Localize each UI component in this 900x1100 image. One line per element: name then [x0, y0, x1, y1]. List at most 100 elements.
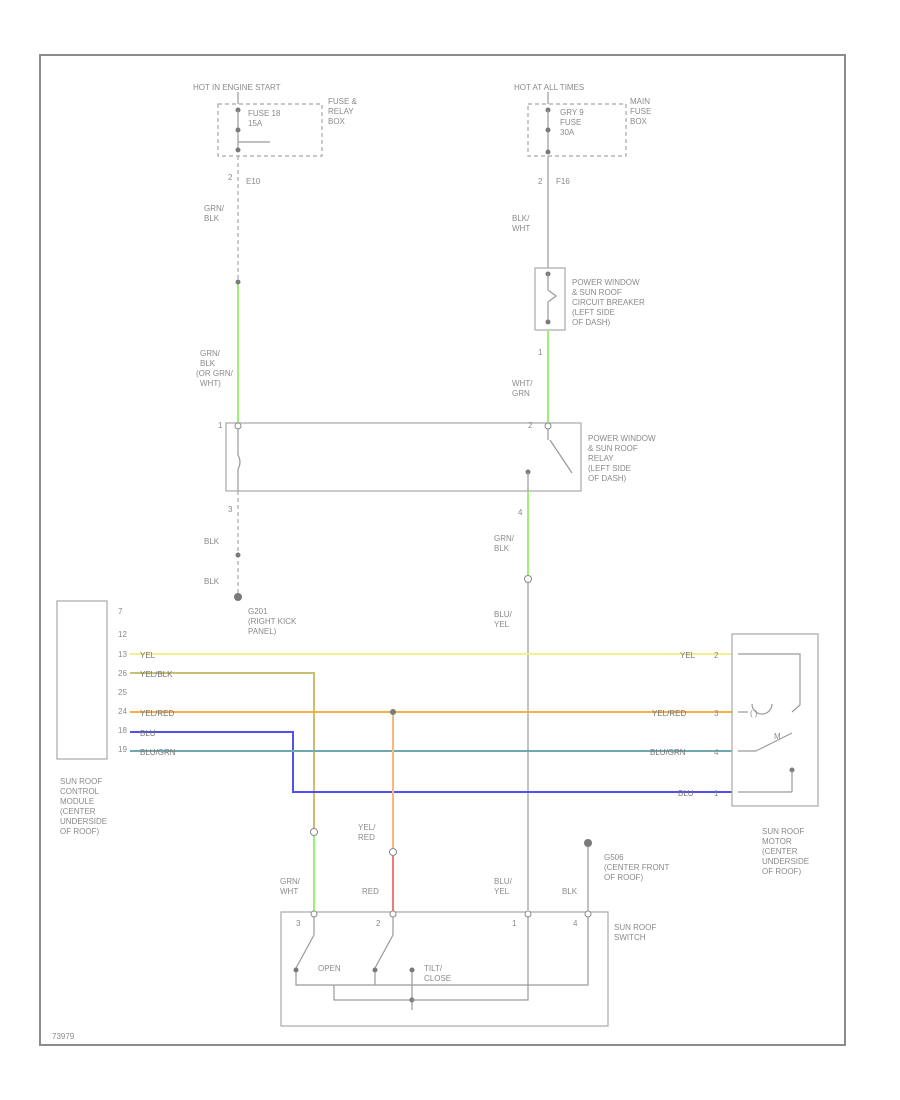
ground-g506-label-3: OF ROOF): [604, 873, 643, 882]
module-pin-18: 18: [118, 726, 127, 735]
relay-label-2: & SUN ROOF: [588, 444, 638, 453]
breaker-label-2: & SUN ROOF: [572, 288, 622, 297]
circuit-breaker: [534, 267, 566, 331]
yel-wire-label-left: YEL: [140, 651, 156, 660]
motor-label-5: OF ROOF): [762, 867, 801, 876]
ground-g506: [584, 839, 592, 847]
fuse18-rating: 15A: [248, 119, 263, 128]
switch-pin-2: 2: [376, 919, 381, 928]
hot-all-label: HOT AT ALL TIMES: [514, 83, 584, 92]
fuse-relay-box-label-1: FUSE &: [328, 97, 358, 106]
relay-label-1: POWER WINDOW: [588, 434, 656, 443]
grn-wht-label-2: WHT: [280, 887, 298, 896]
tilt-label-1: TILT/: [424, 964, 443, 973]
motor-label-3: (CENTER: [762, 847, 798, 856]
module-pin-19: 19: [118, 745, 127, 754]
power-window-relay: [225, 422, 582, 492]
blk-wht-label-1: BLK/: [512, 214, 530, 223]
switch-pin-4: 4: [573, 919, 578, 928]
grn-blk-or-label-2: BLK: [200, 359, 216, 368]
fuse-relay-box: [217, 103, 323, 157]
ground-g506-label-2: (CENTER FRONT: [604, 863, 669, 872]
module-pin-12: 12: [118, 630, 127, 639]
module-label-5: UNDERSIDE: [60, 817, 107, 826]
module-pin-25: 25: [118, 688, 127, 697]
module-label-2: CONTROL: [60, 787, 100, 796]
grn-blk-or-label-3: (OR GRN/: [196, 369, 234, 378]
pin2-label-right: 2: [538, 177, 543, 186]
blk-label-2: BLK: [204, 577, 220, 586]
module-label-3: MODULE: [60, 797, 94, 806]
open-switch-contact: [295, 934, 315, 969]
grn-wht-label-1: GRN/: [280, 877, 301, 886]
connector-f16-label: F16: [556, 177, 570, 186]
yel-red-v-label-2: RED: [358, 833, 375, 842]
blk-label-1: BLK: [204, 537, 220, 546]
open-label: OPEN: [318, 964, 341, 973]
blu-grn-wire-label-left: BLU/GRN: [140, 748, 176, 757]
motor-switch-contact: [755, 732, 793, 752]
diagram-frame: [39, 54, 846, 1046]
breaker-label-3: CIRCUIT BREAKER: [572, 298, 645, 307]
ground-g201: [234, 593, 242, 601]
relay-label-5: OF DASH): [588, 474, 627, 483]
motor-pin-4: 4: [714, 748, 719, 757]
blu-yel2-label-2: YEL: [494, 887, 510, 896]
fuse18-label: FUSE 18: [248, 109, 281, 118]
yel-red-wire-label-right: YEL/RED: [652, 709, 686, 718]
sun-roof-control-module: [56, 600, 108, 760]
module-pin-7: 7: [118, 607, 123, 616]
connector-e10-label: E10: [246, 177, 261, 186]
pin1-label-breaker: 1: [538, 348, 543, 357]
main-fuse-box-label-1: MAIN: [630, 97, 650, 106]
ground-g201-label-1: G201: [248, 607, 268, 616]
breaker-label-5: OF DASH): [572, 318, 611, 327]
grn-blk2-label-1: GRN/: [494, 534, 515, 543]
relay-pin3: 3: [228, 505, 233, 514]
relay-contact: [549, 439, 573, 474]
hot-start-label: HOT IN ENGINE START: [193, 83, 281, 92]
main-fuse-label-1: GRY 9: [560, 108, 584, 117]
main-fuse-label-3: 30A: [560, 128, 575, 137]
switch-label-2: SWITCH: [614, 933, 646, 942]
wht-grn-label-1: WHT/: [512, 379, 533, 388]
sun-roof-motor: [731, 633, 819, 807]
ground-g201-label-2: (RIGHT KICK: [248, 617, 297, 626]
tilt-label-2: CLOSE: [424, 974, 451, 983]
pin2-label-left: 2: [228, 173, 233, 182]
module-label-6: OF ROOF): [60, 827, 99, 836]
ground-g506-label-1: G506: [604, 853, 624, 862]
relay-pin2-right: 2: [528, 421, 533, 430]
switch-label-1: SUN ROOF: [614, 923, 656, 932]
relay-coil: [237, 429, 241, 491]
ground-g201-label-3: PANEL): [248, 627, 277, 636]
motor-label-1: SUN ROOF: [762, 827, 804, 836]
grn-blk2-label-2: BLK: [494, 544, 510, 553]
motor-symbol: ( ): [750, 709, 758, 718]
module-pin-13: 13: [118, 650, 127, 659]
module-label-1: SUN ROOF: [60, 777, 102, 786]
blu-wire-label-left: BLU: [140, 729, 156, 738]
red-label: RED: [362, 887, 379, 896]
grn-blk-label-2: BLK: [204, 214, 220, 223]
motor-label-2: MOTOR: [762, 837, 792, 846]
grn-blk-or-label-1: GRN/: [200, 349, 221, 358]
yel-blk-wire: [130, 672, 315, 830]
relay-pin4: 4: [518, 508, 523, 517]
tilt-switch-contact: [374, 934, 394, 969]
motor-m-label: M: [774, 732, 781, 741]
blu-yel-label-1: BLU/: [494, 610, 513, 619]
main-fuse-box-label-2: FUSE: [630, 107, 651, 116]
motor-pin-3: 3: [714, 709, 719, 718]
figure-code: 73979: [52, 1032, 75, 1041]
sun-roof-switch: [280, 911, 609, 1027]
motor-label-4: UNDERSIDE: [762, 857, 809, 866]
switch-pin-3: 3: [296, 919, 301, 928]
blu-grn-wire-label-right: BLU/GRN: [650, 748, 686, 757]
relay-label-4: (LEFT SIDE: [588, 464, 631, 473]
yel-blk-wire-label: YEL/BLK: [140, 670, 173, 679]
wht-grn-label-2: GRN: [512, 389, 530, 398]
blk2-label: BLK: [562, 887, 578, 896]
relay-pin1-left: 1: [218, 421, 223, 430]
blu-wire-label-right: BLU: [678, 789, 694, 798]
